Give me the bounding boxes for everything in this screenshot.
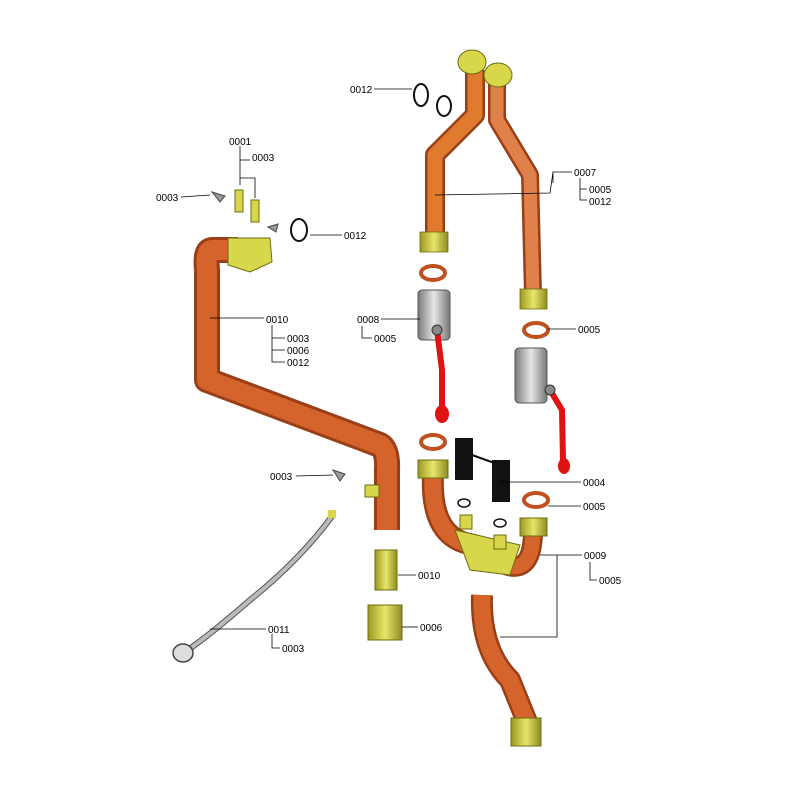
pipe-top-left [419,49,487,253]
sensor-0004 [455,438,510,528]
sleeve-0010 [374,549,398,591]
o-ring [290,218,308,242]
o-ring [413,83,429,107]
label-0005: 0005 [589,185,612,196]
label-0012: 0012 [589,197,612,208]
ball-valve-right [514,347,570,474]
label-0008: 0008 [357,315,380,326]
label-0012: 0012 [287,358,310,369]
sensor-0001 [234,189,260,223]
pipe-0009 [417,459,548,747]
label-0010: 0010 [266,315,289,326]
label-0012: 0012 [350,85,373,96]
label-0006: 0006 [287,346,310,357]
label-0003: 0003 [270,472,293,483]
ball-valve-0008 [417,289,451,423]
label-0005: 0005 [583,502,606,513]
pipe-0010 [193,237,401,530]
label-0001: 0001 [229,137,252,148]
label-0007: 0007 [574,168,597,179]
label-0011: 0011 [268,625,290,636]
washer [522,321,550,339]
label-0003: 0003 [156,193,179,204]
label-0009: 0009 [584,551,607,562]
label-0005: 0005 [578,325,601,336]
label-0005: 0005 [374,334,397,345]
label-0004: 0004 [583,478,606,489]
label-0006: 0006 [420,623,443,634]
clip-0003 [210,191,226,203]
washer [419,433,447,451]
fitting [364,484,380,498]
clip-0003 [331,469,346,482]
o-ring [436,95,452,117]
label-0005: 0005 [599,576,622,587]
label-0012: 0012 [344,231,367,242]
label-0003: 0003 [282,644,305,655]
washer [419,264,447,282]
label-0010: 0010 [418,571,441,582]
washer [522,491,550,509]
clip-0003 [266,223,279,233]
hose-0011 [172,510,336,663]
nut-0006 [367,604,403,641]
label-0003: 0003 [252,153,275,164]
leader-lines [180,88,597,649]
pipe-0007 [483,62,548,310]
label-0003: 0003 [287,334,310,345]
